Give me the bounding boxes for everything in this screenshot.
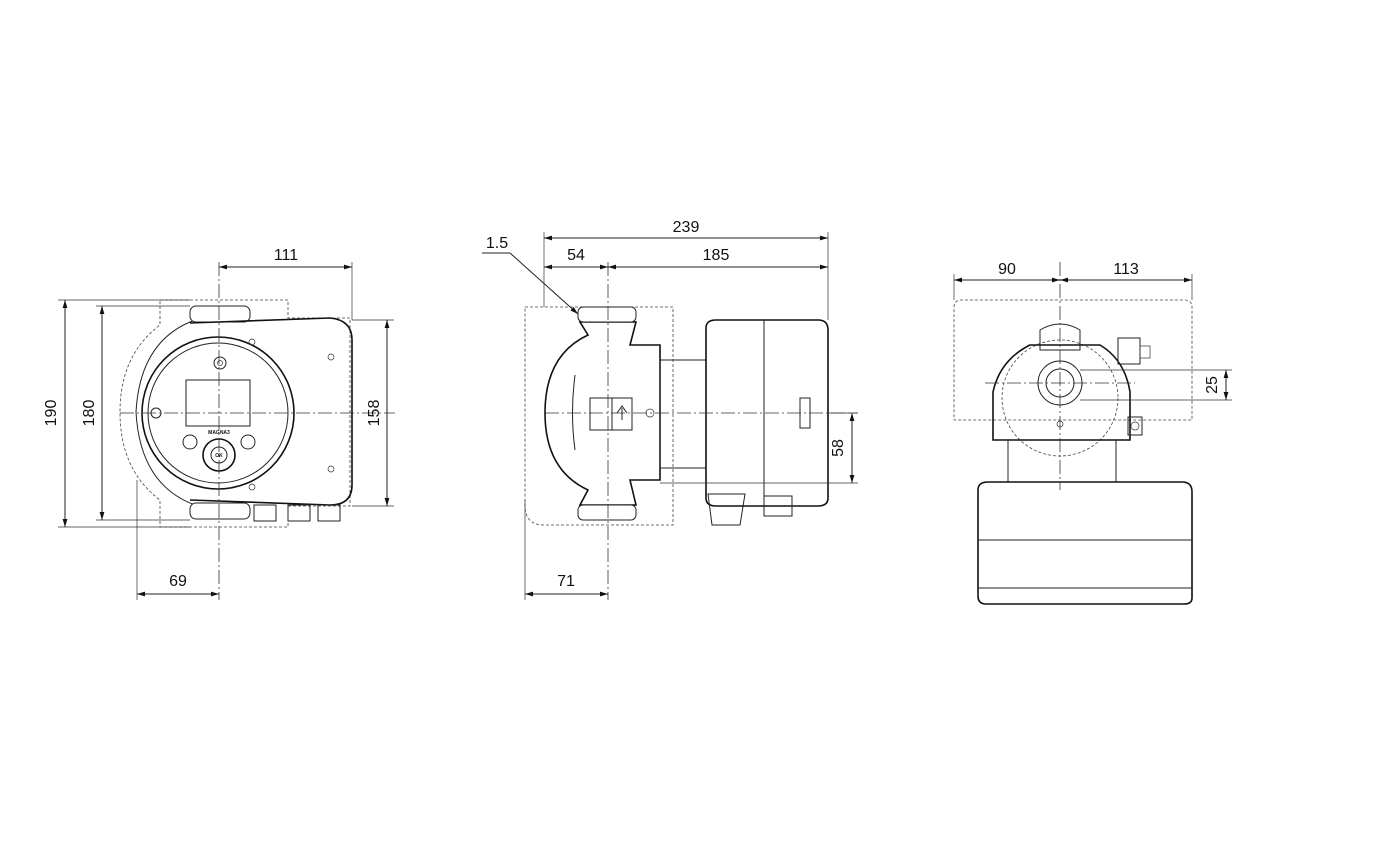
dim-113-label: 113 (1113, 261, 1139, 278)
dim-25-label: 25 (1204, 376, 1221, 394)
box-screw-icon (248, 338, 256, 346)
dim-71-label: 71 (557, 573, 575, 590)
top-side-fitting (1127, 416, 1143, 436)
dim-158-label: 158 (366, 400, 383, 427)
top-indicator-icon (213, 356, 227, 370)
dim-1-5-label: 1.5 (486, 235, 508, 252)
side-cable-connector-2 (763, 495, 793, 517)
side-control-box (705, 319, 829, 507)
box-screw-icon (327, 465, 335, 473)
top-view: 90 113 25 (953, 261, 1232, 605)
top-envelope-outline (953, 299, 1193, 421)
box-screw-icon (248, 483, 256, 491)
dim-90-label: 90 (998, 261, 1016, 278)
outlet-flange (577, 504, 637, 521)
dim-54-label: 54 (567, 247, 585, 264)
dim-185-label: 185 (703, 247, 730, 264)
top-port-flange (189, 305, 251, 323)
dim-239-label: 239 (673, 219, 700, 236)
cable-connector-1 (253, 504, 277, 522)
side-view: 239 54 185 1.5 58 71 (482, 219, 858, 600)
box-screw-icon (327, 353, 335, 361)
bottom-port-flange (189, 502, 251, 520)
flow-arrow-icon (616, 405, 628, 420)
stator-housing (659, 359, 707, 469)
top-stator-neck (1007, 440, 1117, 483)
flow-arrow-plate (611, 397, 633, 431)
front-view: OK MAGNA3 111 190 180 158 69 (43, 247, 395, 600)
pump-housing (135, 319, 196, 506)
side-cable-connector (707, 493, 746, 526)
front-envelope-outline (119, 299, 351, 528)
dim-190-label: 190 (43, 400, 60, 427)
display-screen (185, 379, 251, 427)
inlet-flange (577, 306, 637, 323)
rotor-can (589, 397, 613, 431)
cable-connector-2 (287, 504, 311, 522)
top-pump-head (992, 344, 1131, 441)
dim-69-label: 69 (169, 573, 187, 590)
home-button-icon (182, 434, 198, 450)
side-envelope-outline (524, 306, 674, 526)
top-connector-block (1117, 337, 1141, 365)
top-control-box (977, 481, 1193, 605)
dim-58-label: 58 (830, 439, 847, 457)
favourite-button-icon (240, 434, 256, 450)
dim-180-label: 180 (81, 400, 98, 427)
dim-111-label: 111 (274, 247, 298, 264)
pump-body (544, 321, 661, 506)
cable-connector-3 (317, 504, 341, 522)
control-box (189, 317, 353, 506)
